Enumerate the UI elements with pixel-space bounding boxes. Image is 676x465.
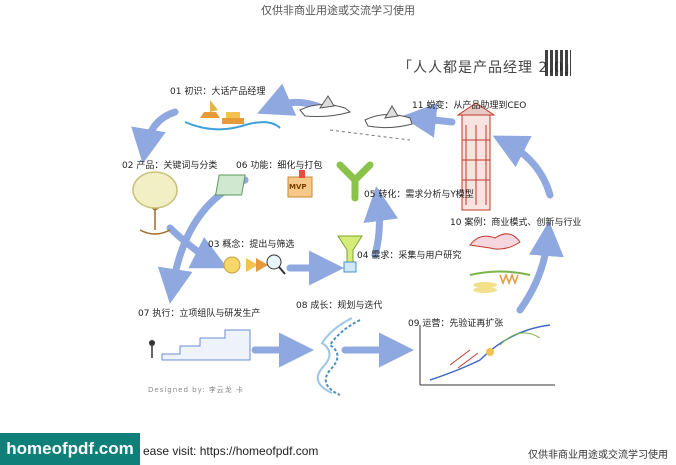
funnel-icon [337, 235, 363, 273]
operation-chart-icon [419, 324, 555, 386]
arrow-02-to-03 [166, 224, 228, 269]
y-model-icon [336, 161, 374, 202]
step-03-label: 03 概念：提出与筛选 [208, 240, 295, 250]
arrow-10-to-11 [492, 135, 554, 199]
document-and-package-icon [215, 170, 313, 198]
qr-code-icon [545, 50, 571, 76]
mvp-label: MVP [289, 183, 307, 191]
step-08-label: 08 成长：规划与迭代 [296, 301, 383, 311]
watermark-bottom: 仅供非商业用途或交流学习使用 [528, 450, 668, 461]
tower-icon [456, 102, 496, 211]
step-04-label: 04 需求：采集与用户研究 [357, 251, 462, 261]
arrow-09-to-10 [516, 221, 564, 314]
step-11-label: 11 蜕变：从产品助理到CEO [412, 101, 527, 111]
stairs-icon [149, 329, 251, 361]
arrow-06-to-07 [157, 176, 249, 304]
airplanes-icon [299, 95, 413, 141]
arrow-04-to-05 [363, 186, 399, 259]
step-01-label: 01 初识：大话产品经理 [170, 87, 266, 97]
step-09-label: 09 运营：先验证再扩张 [408, 319, 504, 329]
boats-icon [184, 100, 281, 131]
step-02-label: 02 产品：关键词与分类 [122, 161, 218, 171]
step-06-label: 06 功能：细化与打包 [236, 161, 323, 171]
brand-logo-button[interactable]: homeofpdf.com [0, 433, 140, 465]
spiral-stairs-icon [316, 317, 361, 396]
designed-by: Designed by: 李云龙 卡 [148, 386, 245, 394]
step-05-label: 05 转化：需求分析与Y模型 [364, 190, 474, 200]
bulbs-and-magnifier-icon [223, 254, 286, 275]
watermark-top: 仅供非商业用途或交流学习使用 [261, 4, 415, 17]
arrow-11-to-plane [401, 102, 456, 138]
step-10-label: 10 案例：商业模式、创新与行业 [450, 218, 582, 228]
visit-link[interactable]: ease visit: https://homeofpdf.com [143, 444, 319, 458]
business-model-icon [469, 233, 531, 293]
tree-icon [132, 171, 178, 235]
arrow-01-to-02 [131, 108, 179, 164]
page-title: 「人人都是产品经理 2.0」 [398, 60, 579, 76]
step-07-label: 07 执行：立项组队与研发生产 [138, 309, 261, 319]
